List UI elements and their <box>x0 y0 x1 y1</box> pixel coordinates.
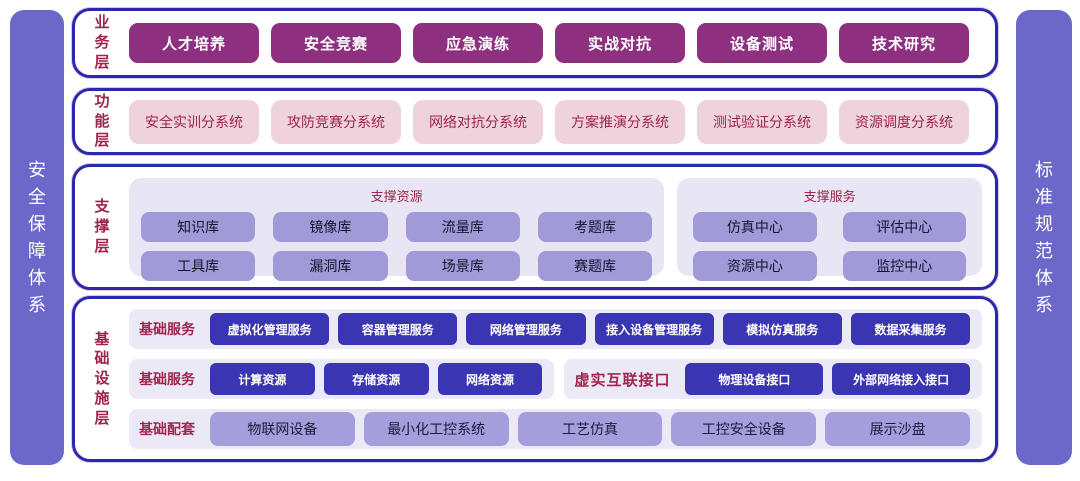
support-resource-item: 知识库 <box>141 212 256 242</box>
basic-service-item: 数据采集服务 <box>850 313 971 345</box>
infrastructure-layer-box: 基础设施层 基础服务 虚拟化管理服务 容器管理服务 网络管理服务 接入设备管理服… <box>72 296 998 462</box>
support-services-grid: 仿真中心 评估中心 资源中心 监控中心 <box>689 212 970 281</box>
facility-item: 展示沙盘 <box>825 412 970 446</box>
business-item: 设备测试 <box>697 23 827 63</box>
function-item: 网络对抗分系统 <box>413 99 543 144</box>
business-item: 技术研究 <box>839 23 969 63</box>
support-services-group: 支撑服务 仿真中心 评估中心 资源中心 监控中心 <box>677 178 982 281</box>
support-service-item: 仿真中心 <box>693 212 817 242</box>
standards-banner-label: 标准规范体系 <box>1035 159 1053 315</box>
basic-service-item: 接入设备管理服务 <box>594 313 714 345</box>
support-resource-item: 工具库 <box>141 251 256 281</box>
function-item: 测试验证分系统 <box>697 99 827 144</box>
infra-row-basic-services: 基础服务 虚拟化管理服务 容器管理服务 网络管理服务 接入设备管理服务 模拟仿真… <box>129 309 982 349</box>
function-item: 方案推演分系统 <box>555 99 685 144</box>
business-item: 人才培养 <box>129 23 259 63</box>
support-resource-item: 漏洞库 <box>273 251 388 281</box>
support-resource-item: 考题库 <box>537 212 653 242</box>
facility-item: 工艺仿真 <box>517 412 663 446</box>
interface-item: 物理设备接口 <box>685 363 824 395</box>
basic-resources-panel: 基础服务 计算资源 存储资源 网络资源 <box>129 359 555 399</box>
business-item: 安全竞赛 <box>271 23 401 63</box>
business-item: 实战对抗 <box>555 23 685 63</box>
function-layer-box: 功能层 安全实训分系统 攻防竞赛分系统 网络对抗分系统 方案推演分系统 测试验证… <box>72 88 998 155</box>
function-item: 攻防竞赛分系统 <box>271 99 401 144</box>
support-resources-grid: 知识库 镜像库 流量库 考题库 工具库 漏洞库 场景库 赛题库 <box>141 212 653 281</box>
support-resources-title: 支撑资源 <box>370 189 423 204</box>
interface-item: 外部网络接入接口 <box>832 363 970 395</box>
infrastructure-content: 基础服务 虚拟化管理服务 容器管理服务 网络管理服务 接入设备管理服务 模拟仿真… <box>129 299 995 459</box>
basic-resource-item: 网络资源 <box>437 363 543 395</box>
support-resource-item: 流量库 <box>405 212 520 242</box>
facility-item: 最小化工控系统 <box>363 412 509 446</box>
support-resource-item: 镜像库 <box>273 212 388 242</box>
infra-row-resources-interfaces: 基础服务 计算资源 存储资源 网络资源 虚实互联接口 物理设备接口 外部网络接入… <box>129 359 982 399</box>
facility-item: 工控安全设备 <box>671 412 817 446</box>
basic-services-panel: 基础服务 虚拟化管理服务 容器管理服务 网络管理服务 接入设备管理服务 模拟仿真… <box>129 309 982 349</box>
support-services-title: 支撑服务 <box>803 189 856 204</box>
virtual-real-interface-panel: 虚实互联接口 物理设备接口 外部网络接入接口 <box>564 359 982 399</box>
function-layer-label: 功能层 <box>94 92 110 150</box>
support-service-item: 监控中心 <box>842 251 966 281</box>
standards-banner: 标准规范体系 <box>1016 10 1072 465</box>
basic-service-item: 容器管理服务 <box>338 313 458 345</box>
function-items-row: 安全实训分系统 攻防竞赛分系统 网络对抗分系统 方案推演分系统 测试验证分系统 … <box>129 99 995 144</box>
basic-services-panel-title: 基础服务 <box>139 321 195 337</box>
basic-service-item: 虚拟化管理服务 <box>210 313 330 345</box>
support-resources-group: 支撑资源 知识库 镜像库 流量库 考题库 工具库 漏洞库 场景库 赛题库 <box>129 178 665 281</box>
business-item: 应急演练 <box>413 23 543 63</box>
support-layer-label: 支撑层 <box>94 198 110 255</box>
support-layer-box: 支撑层 支撑资源 知识库 镜像库 流量库 考题库 工具库 漏洞库 场景库 赛题库… <box>72 164 998 290</box>
support-content: 支撑资源 知识库 镜像库 流量库 考题库 工具库 漏洞库 场景库 赛题库 支撑服… <box>129 167 995 287</box>
infrastructure-layer-label-col: 基础设施层 <box>75 330 129 429</box>
function-item: 安全实训分系统 <box>129 99 259 144</box>
infrastructure-layer-label: 基础设施层 <box>94 330 110 427</box>
infra-row-basic-facilities: 基础配套 物联网设备 最小化工控系统 工艺仿真 工控安全设备 展示沙盘 <box>129 409 982 449</box>
support-layer-label-col: 支撑层 <box>75 197 129 256</box>
basic-resources-panel-title: 基础服务 <box>139 371 195 387</box>
security-assurance-banner: 安全保障体系 <box>10 10 64 465</box>
facility-item: 物联网设备 <box>210 412 355 446</box>
business-layer-label-col: 业务层 <box>75 13 129 72</box>
basic-facilities-panel: 基础配套 物联网设备 最小化工控系统 工艺仿真 工控安全设备 展示沙盘 <box>129 409 982 449</box>
function-item: 资源调度分系统 <box>839 99 969 144</box>
basic-service-item: 网络管理服务 <box>466 313 586 345</box>
support-resource-item: 场景库 <box>405 251 520 281</box>
business-items-row: 人才培养 安全竞赛 应急演练 实战对抗 设备测试 技术研究 <box>129 23 995 63</box>
security-assurance-banner-label: 安全保障体系 <box>28 159 46 315</box>
virtual-real-interface-title: 虚实互联接口 <box>574 371 671 389</box>
basic-facilities-panel-title: 基础配套 <box>139 421 195 437</box>
basic-resource-item: 存储资源 <box>323 363 429 395</box>
business-layer-box: 业务层 人才培养 安全竞赛 应急演练 实战对抗 设备测试 技术研究 <box>72 8 998 78</box>
function-layer-label-col: 功能层 <box>75 92 129 151</box>
basic-service-item: 模拟仿真服务 <box>722 313 842 345</box>
support-service-item: 评估中心 <box>842 212 966 242</box>
support-resource-item: 赛题库 <box>537 251 653 281</box>
support-service-item: 资源中心 <box>693 251 817 281</box>
basic-resource-item: 计算资源 <box>210 363 315 395</box>
business-layer-label: 业务层 <box>94 14 110 71</box>
